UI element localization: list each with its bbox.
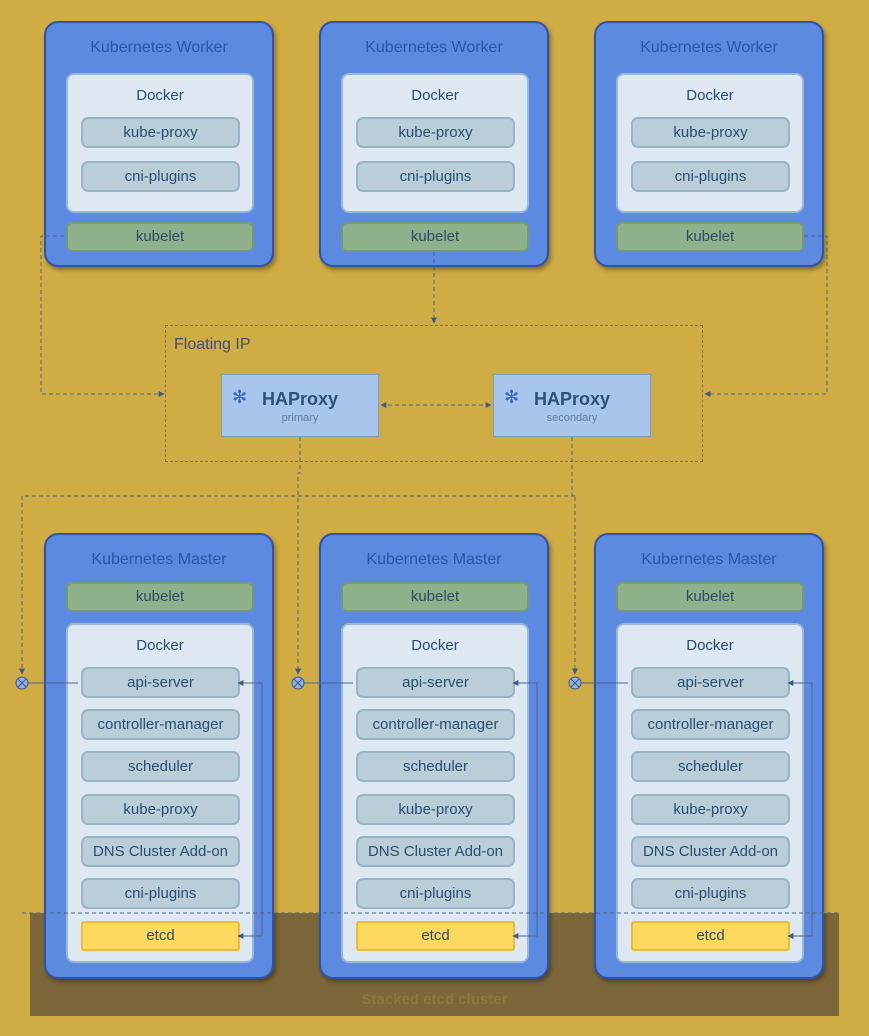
wire-etcd-loop-1 [237,680,263,939]
dns-cluster-addon: DNS Cluster Add-on [631,836,790,867]
api-server: api-server [356,667,515,698]
master-node-3: Kubernetes Master kubelet Docker api-ser… [594,533,824,979]
worker-node-2: Kubernetes Worker Docker kube-proxy cni-… [319,21,549,267]
etcd: etcd [81,921,240,951]
controller-manager: controller-manager [631,709,790,740]
kube-proxy: kube-proxy [631,794,790,825]
cni-plugins: cni-plugins [81,878,240,909]
floating-ip-label: Floating IP [174,336,251,353]
master-kubelet: kubelet [66,582,254,612]
haproxy-secondary-name: HAProxy [534,389,611,409]
worker-node-3: Kubernetes Worker Docker kube-proxy cni-… [594,21,824,267]
worker-docker: Docker kube-proxy cni-plugins [616,73,804,213]
docker-title: Docker [136,637,184,654]
haproxy-star-icon: ✻ [504,387,520,407]
master-kubelet: kubelet [616,582,804,612]
docker-title: Docker [411,87,459,104]
wire-primary-down [295,437,301,675]
worker-kubelet: kubelet [341,222,529,252]
wire-loop-left [19,495,575,675]
cni-plugins: cni-plugins [356,878,515,909]
worker-kube-proxy: kube-proxy [631,117,790,148]
scheduler: scheduler [81,751,240,782]
floating-ip-group: Floating IP [165,325,703,462]
docker-title: Docker [686,637,734,654]
haproxy-secondary: ✻ HAProxy secondary [493,374,651,437]
controller-manager: controller-manager [81,709,240,740]
master-docker: Docker api-server controller-manager sch… [341,623,529,963]
haproxy-star-icon: ✻ [232,387,248,407]
wire-etcd-loop-2 [512,680,538,939]
storage-label: Stacked etcd cluster [361,991,508,1008]
wire-worker3-to-fip [704,235,828,397]
worker-title: Kubernetes Worker [640,39,778,56]
kube-proxy: kube-proxy [356,794,515,825]
controller-manager: controller-manager [356,709,515,740]
docker-title: Docker [136,87,184,104]
wire-etcd-loop-3 [787,680,813,939]
master-title: Kubernetes Master [91,551,227,568]
worker-cni-plugins: cni-plugins [631,161,790,192]
kube-proxy: kube-proxy [81,794,240,825]
dns-cluster-addon: DNS Cluster Add-on [356,836,515,867]
master-node-2: Kubernetes Master kubelet Docker api-ser… [319,533,549,979]
worker-docker: Docker kube-proxy cni-plugins [66,73,254,213]
cni-plugins: cni-plugins [631,878,790,909]
worker-kubelet: kubelet [616,222,804,252]
worker-kube-proxy: kube-proxy [81,117,240,148]
api-server: api-server [631,667,790,698]
haproxy-secondary-role: secondary [546,412,598,424]
worker-cni-plugins: cni-plugins [81,161,240,192]
etcd: etcd [631,921,790,951]
docker-title: Docker [411,637,459,654]
haproxy-primary-name: HAProxy [262,389,339,409]
worker-title: Kubernetes Worker [90,39,228,56]
worker-cni-plugins: cni-plugins [356,161,515,192]
worker-docker: Docker kube-proxy cni-plugins [341,73,529,213]
wire-worker1-to-fip [40,235,165,397]
master-docker: Docker api-server controller-manager sch… [616,623,804,963]
wire-secondary-down [571,437,578,675]
worker-kubelet: kubelet [66,222,254,252]
master-kubelet: kubelet [341,582,529,612]
docker-title: Docker [686,87,734,104]
haproxy-primary: ✻ HAProxy primary [221,374,379,437]
worker-title: Kubernetes Worker [365,39,503,56]
master-title: Kubernetes Master [641,551,777,568]
dns-cluster-addon: DNS Cluster Add-on [81,836,240,867]
scheduler: scheduler [356,751,515,782]
worker-kube-proxy: kube-proxy [356,117,515,148]
etcd: etcd [356,921,515,951]
master-title: Kubernetes Master [366,551,502,568]
worker-node-1: Kubernetes Worker Docker kube-proxy cni-… [44,21,274,267]
haproxy-primary-role: primary [281,412,319,424]
